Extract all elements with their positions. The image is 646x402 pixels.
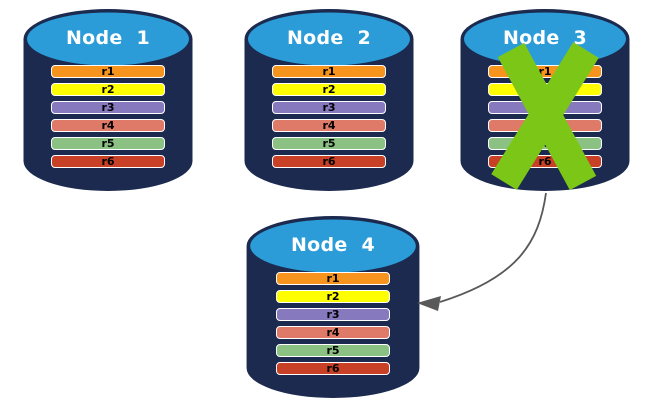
node-3: Node 3 r1 r2 r3 r4 r5 r6	[457, 7, 633, 193]
row-r6: r6	[51, 155, 165, 168]
row-list: r1 r2 r3 r4 r5 r6	[51, 65, 165, 168]
row-r4: r4	[272, 119, 386, 132]
row-r1: r1	[276, 272, 390, 285]
row-list: r1 r2 r3 r4 r5 r6	[276, 272, 390, 375]
row-r5: r5	[51, 137, 165, 150]
row-r4: r4	[51, 119, 165, 132]
node-4: Node 4 r1 r2 r3 r4 r5 r6	[243, 214, 423, 400]
row-r2: r2	[276, 290, 390, 303]
failure-cross-icon	[491, 42, 599, 191]
row-r6: r6	[272, 155, 386, 168]
node-2: Node 2 r1 r2 r3 r4 r5 r6	[241, 7, 417, 193]
row-r2: r2	[51, 83, 165, 96]
node-1: Node 1 r1 r2 r3 r4 r5 r6	[20, 7, 196, 193]
row-r3: r3	[276, 308, 390, 321]
node-title: Node 2	[286, 27, 372, 49]
row-list: r1 r2 r3 r4 r5 r6	[272, 65, 386, 168]
row-r5: r5	[276, 344, 390, 357]
row-r1: r1	[51, 65, 165, 78]
row-r4: r4	[276, 326, 390, 339]
row-r3: r3	[51, 101, 165, 114]
row-r1: r1	[272, 65, 386, 78]
row-r3: r3	[272, 101, 386, 114]
row-r5: r5	[272, 137, 386, 150]
row-r6: r6	[276, 362, 390, 375]
node-title: Node 4	[290, 234, 376, 256]
row-r2: r2	[272, 83, 386, 96]
node-title: Node 1	[65, 27, 151, 49]
